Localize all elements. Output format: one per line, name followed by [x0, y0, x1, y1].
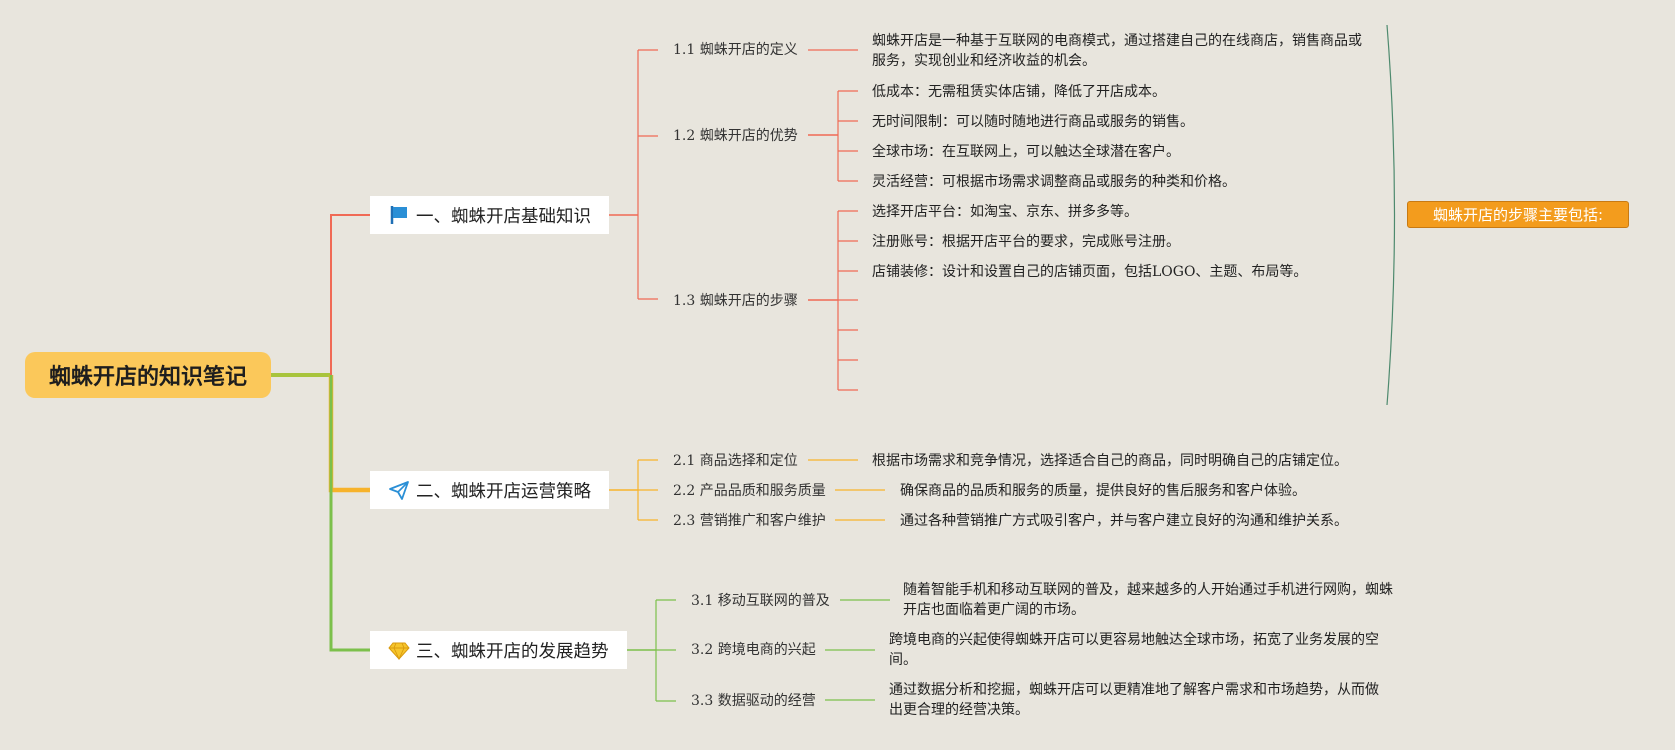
subtopic[interactable]: 3.3 数据驱动的经营	[691, 693, 816, 709]
leaf-text[interactable]: 低成本：无需租赁实体店铺，降低了开店成本。	[872, 84, 1166, 100]
subtopic[interactable]: 1.3 蜘蛛开店的步骤	[673, 293, 798, 309]
leaf-text[interactable]: 根据市场需求和竞争情况，选择适合自己的商品，同时明确自己的店铺定位。	[872, 453, 1348, 469]
subtopic[interactable]: 2.2 产品品质和服务质量	[673, 483, 826, 499]
branch-operations[interactable]: 二、蜘蛛开店运营策略	[370, 471, 609, 509]
branch-trends[interactable]: 三、蜘蛛开店的发展趋势	[370, 631, 627, 669]
leaf-text[interactable]: 通过数据分析和挖掘，蜘蛛开店可以更精准地了解客户需求和市场趋势，从而做出更合理的…	[889, 682, 1379, 718]
leaf-text[interactable]: 全球市场：在互联网上，可以触达全球潜在客户。	[872, 144, 1180, 160]
leaf-text[interactable]: 无时间限制：可以随时随地进行商品或服务的销售。	[872, 114, 1194, 130]
root-topic[interactable]: 蜘蛛开店的知识笔记	[25, 352, 271, 398]
subtopic[interactable]: 2.3 营销推广和客户维护	[673, 513, 826, 529]
branch-basics[interactable]: 一、蜘蛛开店基础知识	[370, 196, 609, 234]
leaf-text[interactable]: 跨境电商的兴起使得蜘蛛开店可以更容易地触达全球市场，拓宽了业务发展的空间。	[889, 632, 1379, 668]
branch-title: 二、蜘蛛开店运营策略	[416, 481, 591, 502]
paper-plane-icon	[388, 479, 410, 501]
subtopic[interactable]: 1.2 蜘蛛开店的优势	[673, 128, 798, 144]
subtopic[interactable]: 1.1 蜘蛛开店的定义	[673, 42, 798, 58]
summary-topic[interactable]: 蜘蛛开店的步骤主要包括:	[1407, 201, 1629, 228]
branch-connector	[328, 375, 370, 493]
branch-connector	[329, 375, 370, 652]
summary-bracket	[1386, 24, 1396, 406]
subtopic[interactable]: 3.1 移动互联网的普及	[691, 593, 830, 609]
leaf-text[interactable]: 蜘蛛开店是一种基于互联网的电商模式，通过搭建自己的在线商店，销售商品或服务，实现…	[872, 33, 1362, 69]
subtopic[interactable]: 3.2 跨境电商的兴起	[691, 642, 816, 658]
branch-connector	[330, 214, 370, 375]
leaf-text[interactable]: 选择开店平台：如淘宝、京东、拼多多等。	[872, 204, 1138, 220]
leaf-text[interactable]: 灵活经营：可根据市场需求调整商品或服务的种类和价格。	[872, 174, 1236, 190]
leaf-text[interactable]: 店铺装修：设计和设置自己的店铺页面，包括LOGO、主题、布局等。	[872, 264, 1308, 280]
leaf-text[interactable]: 随着智能手机和移动互联网的普及，越来越多的人开始通过手机进行网购，蜘蛛开店也面临…	[903, 582, 1393, 618]
diamond-icon	[388, 639, 410, 661]
subtopic[interactable]: 2.1 商品选择和定位	[673, 453, 798, 469]
branch-title: 一、蜘蛛开店基础知识	[416, 206, 591, 227]
leaf-text[interactable]: 通过各种营销推广方式吸引客户，并与客户建立良好的沟通和维护关系。	[900, 513, 1348, 529]
leaf-text[interactable]: 确保商品的品质和服务的质量，提供良好的售后服务和客户体验。	[900, 483, 1306, 499]
leaf-text[interactable]: 注册账号：根据开店平台的要求，完成账号注册。	[872, 234, 1180, 250]
flag-icon	[388, 204, 410, 226]
branch-title: 三、蜘蛛开店的发展趋势	[416, 641, 609, 662]
